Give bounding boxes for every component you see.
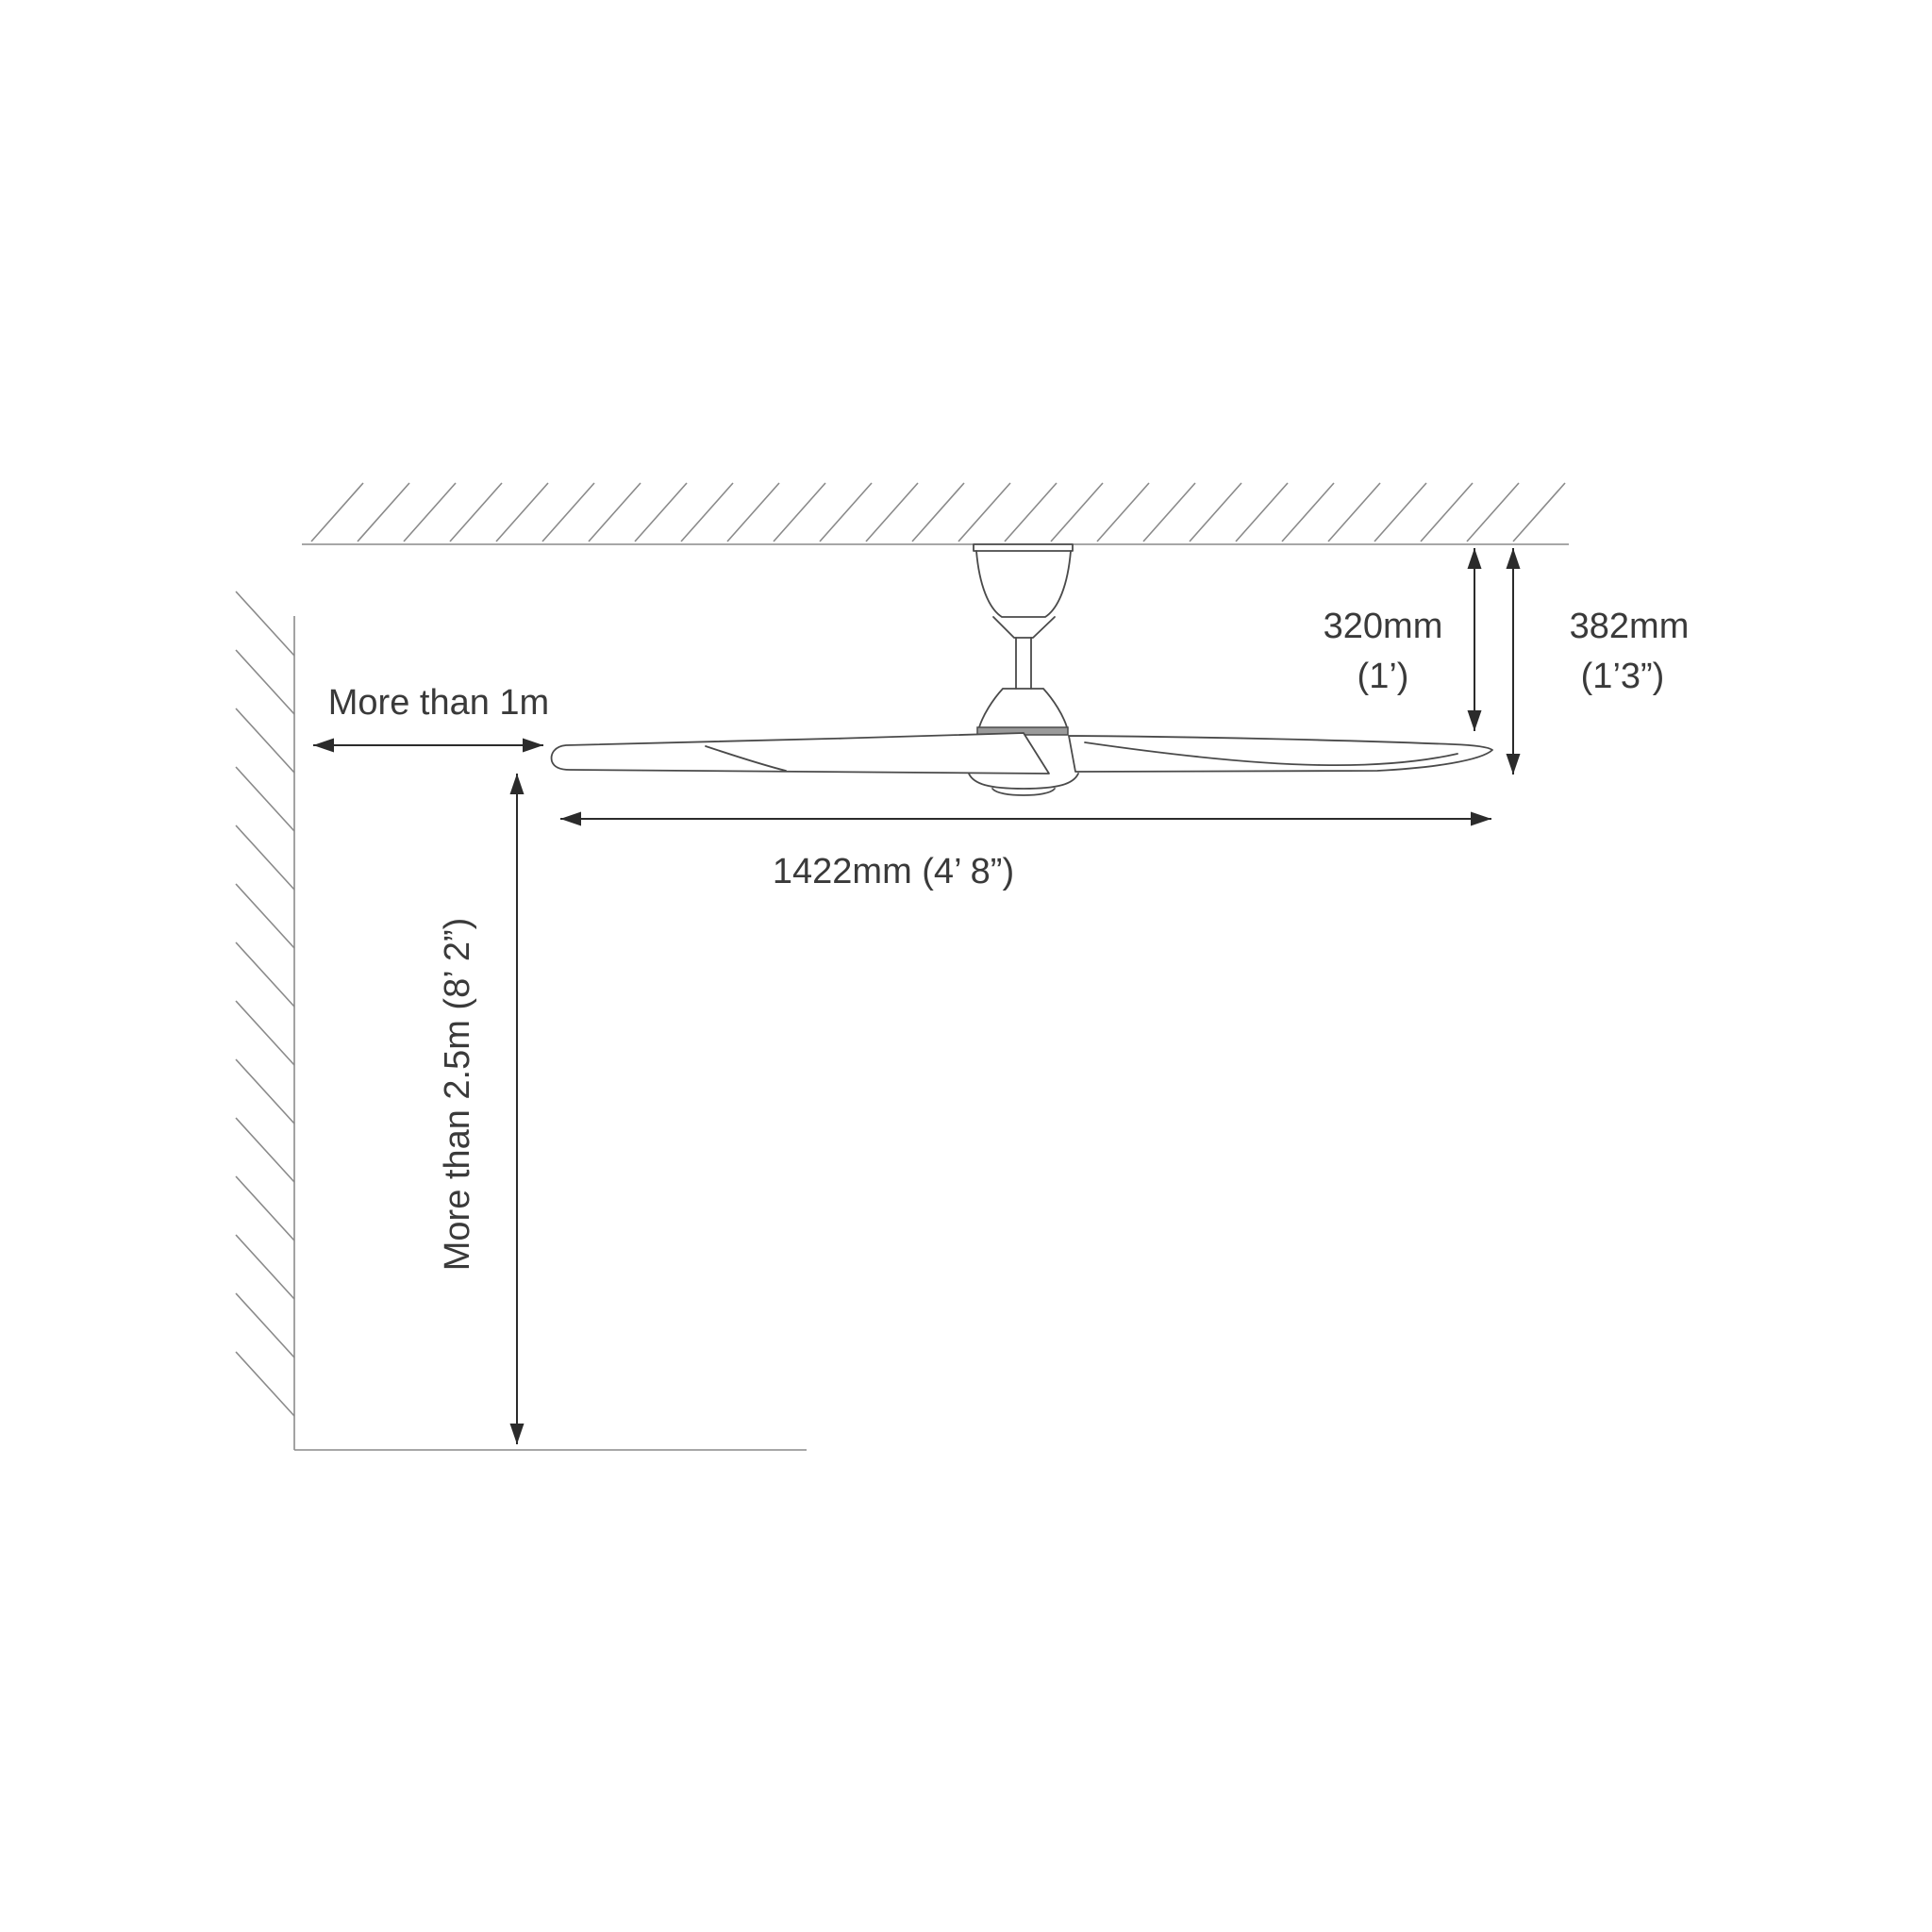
hatch-mark <box>680 482 734 542</box>
dim-blade-span: 1422mm (4’ 8”) <box>560 811 1491 891</box>
hatch-mark <box>235 649 295 715</box>
canopy-bell <box>975 550 1072 618</box>
hatch-mark <box>495 482 549 542</box>
hatch-mark <box>357 482 410 542</box>
left-blade <box>550 732 1050 774</box>
hatch-mark <box>235 766 295 832</box>
canopy-cone <box>992 616 1056 639</box>
ceiling-to-blade-metric-label: 320mm <box>1324 607 1443 646</box>
hatch-mark <box>449 482 503 542</box>
hatch-mark <box>1466 482 1520 542</box>
hatch-mark <box>865 482 919 542</box>
hatch-mark <box>1512 482 1566 542</box>
hatch-mark <box>1050 482 1104 542</box>
hatch-mark <box>1235 482 1289 542</box>
hatch-mark <box>541 482 595 542</box>
wall-hatching <box>235 591 295 1417</box>
hatch-mark <box>403 482 457 542</box>
ceiling-fan <box>550 543 1493 796</box>
hatch-mark <box>773 482 826 542</box>
dim-floor-clearance: More than 2.5m (8’ 2”) <box>438 774 525 1444</box>
hatch-mark <box>235 824 295 891</box>
motor-bell <box>978 688 1068 728</box>
hatch-mark <box>1327 482 1381 542</box>
floor-clearance-label: More than 2.5m (8’ 2”) <box>438 918 477 1272</box>
hatch-mark <box>911 482 965 542</box>
hatch-mark <box>235 1175 295 1241</box>
hatch-mark <box>235 708 295 774</box>
dim-wall-clearance: More than 1m <box>313 683 549 753</box>
hatch-mark <box>235 591 295 657</box>
ceiling-hatching <box>310 482 1566 542</box>
hatch-mark <box>235 883 295 949</box>
fan-canopy <box>973 543 1074 639</box>
hatch-mark <box>235 1058 295 1124</box>
hatch-mark <box>588 482 641 542</box>
fan-motor <box>976 688 1069 736</box>
hatch-mark <box>958 482 1011 542</box>
fan-blades <box>550 732 1493 774</box>
hub-dish-outer <box>968 773 1079 790</box>
hatch-mark <box>1420 482 1474 542</box>
hatch-mark <box>1189 482 1242 542</box>
hatch-mark <box>1004 482 1058 542</box>
dim-ceiling-to-blade: 320mm (1’) <box>1324 548 1482 731</box>
hatch-mark <box>1374 482 1427 542</box>
front-blade-left-edge <box>705 745 787 772</box>
wall <box>235 591 295 1450</box>
hatch-mark <box>819 482 873 542</box>
fan-downrod <box>1015 637 1032 690</box>
ceiling <box>302 482 1569 545</box>
wall-clearance-label: More than 1m <box>328 683 549 723</box>
right-blade <box>1068 735 1493 773</box>
hatch-mark <box>1281 482 1335 542</box>
blade-span-label: 1422mm (4’ 8”) <box>773 852 1014 891</box>
canopy-plate <box>973 543 1074 552</box>
hatch-mark <box>235 1000 295 1066</box>
hatch-mark <box>726 482 780 542</box>
hatch-mark <box>235 1292 295 1358</box>
hub-dish-inner <box>991 788 1056 796</box>
ceiling-to-bottom-imperial-label: (1’3”) <box>1581 657 1665 696</box>
hatch-mark <box>310 482 364 542</box>
hatch-mark <box>235 1351 295 1417</box>
hatch-mark <box>235 941 295 1008</box>
dim-ceiling-to-bottom: 382mm (1’3”) <box>1506 548 1690 774</box>
hatch-mark <box>634 482 688 542</box>
fan-light-kit <box>968 773 1079 796</box>
front-blade-leading-edge <box>1084 741 1458 767</box>
hatch-mark <box>235 1234 295 1300</box>
ceiling-to-blade-imperial-label: (1’) <box>1357 657 1409 696</box>
hatch-mark <box>1142 482 1196 542</box>
hatch-mark <box>235 1117 295 1183</box>
hatch-mark <box>1096 482 1150 542</box>
ceiling-to-bottom-metric-label: 382mm <box>1570 607 1690 646</box>
